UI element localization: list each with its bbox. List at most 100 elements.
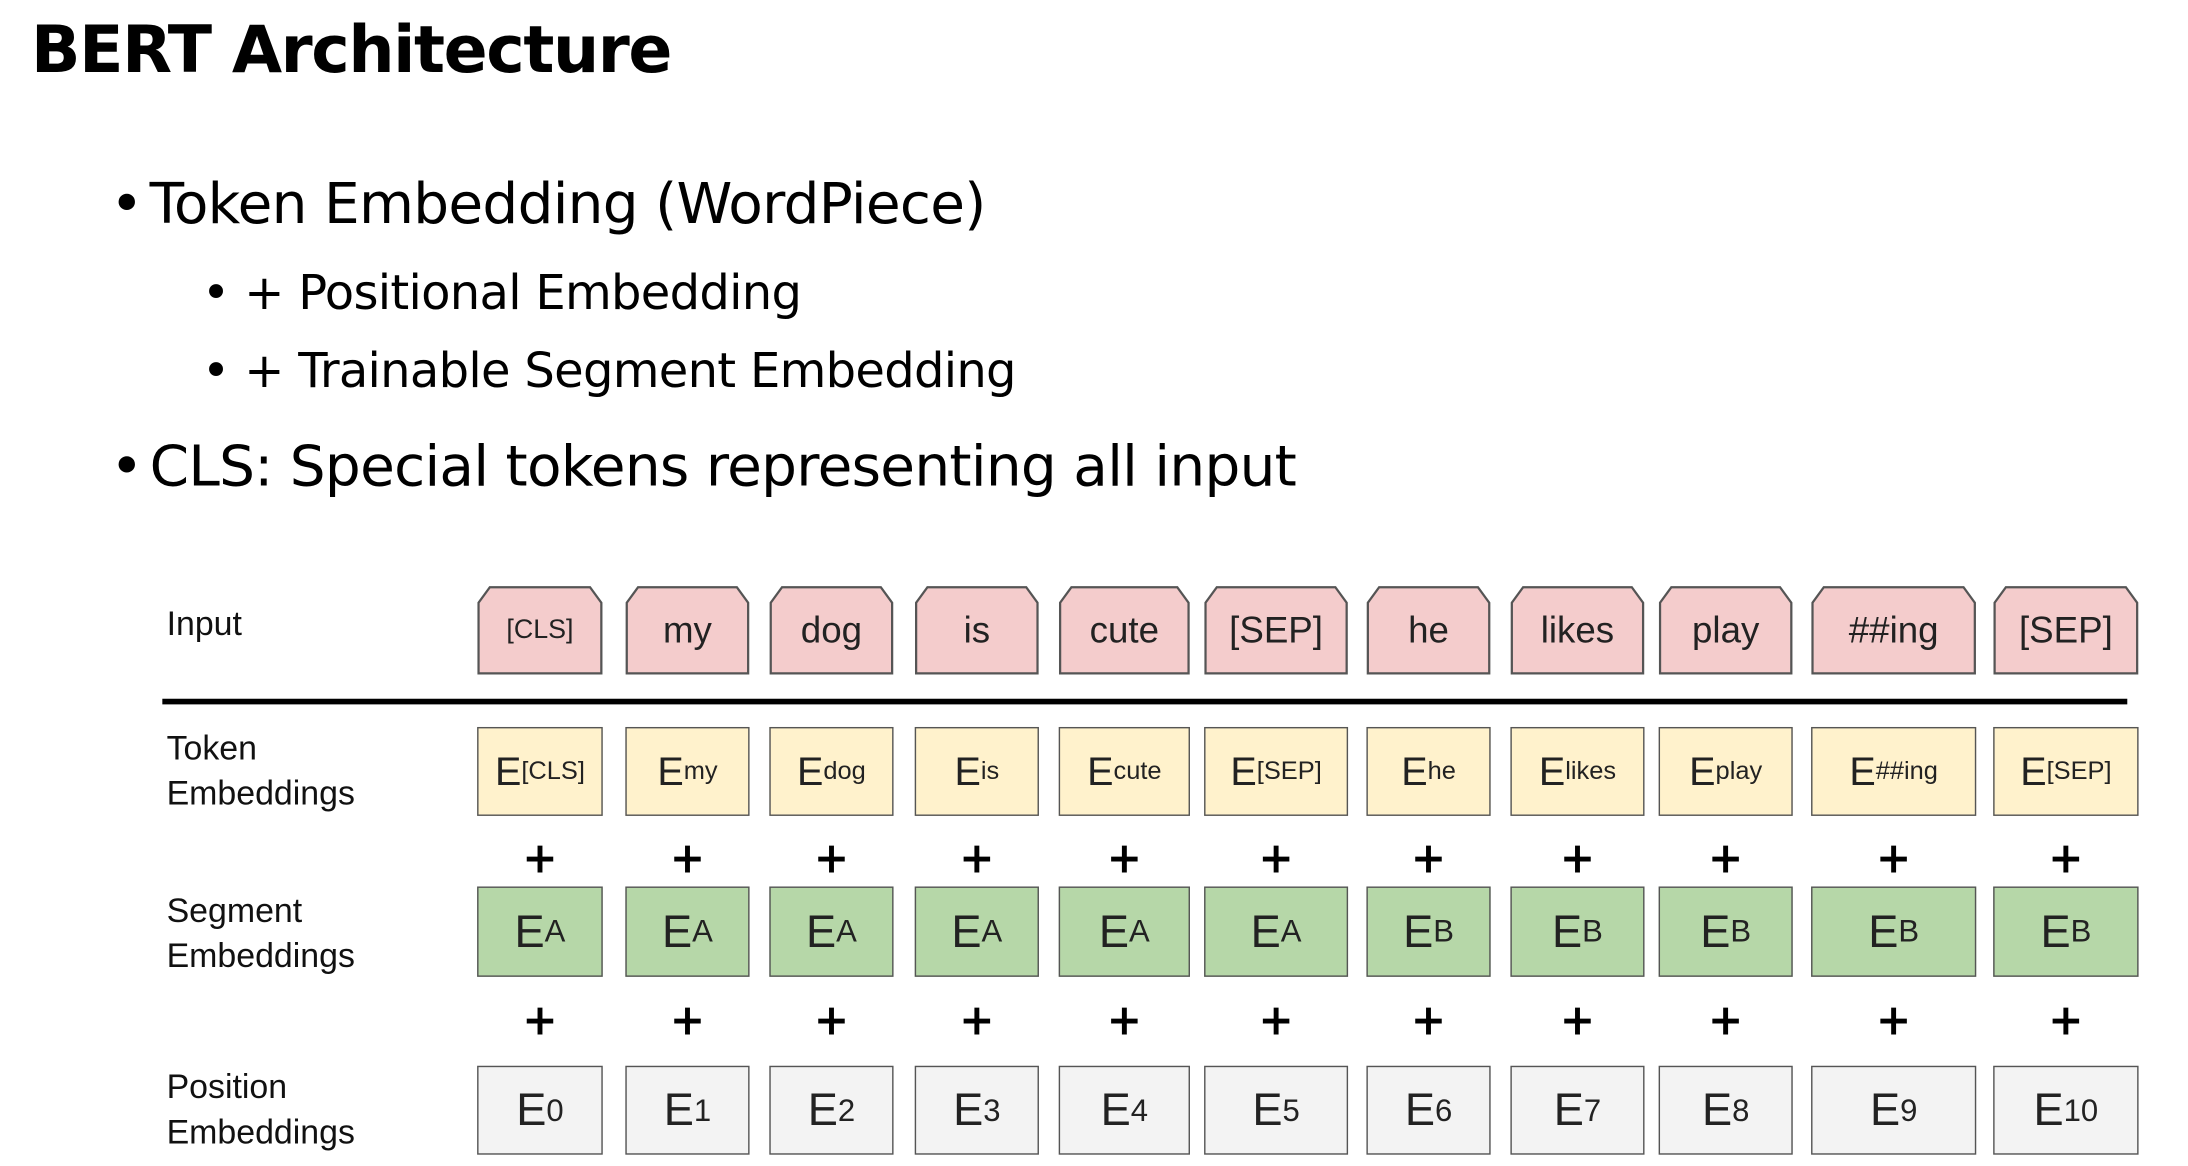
input-box-shape xyxy=(769,586,894,675)
input-box-shape xyxy=(914,586,1039,675)
plus-icon: + xyxy=(2048,996,2084,1046)
input-token-box: cute xyxy=(1058,586,1190,675)
embedding-subscript: he xyxy=(1427,756,1456,785)
input-token-box: [SEP] xyxy=(1993,586,2139,675)
embedding-subscript: ##ing xyxy=(1875,756,1938,785)
embedding-subscript: B xyxy=(2070,913,2092,949)
input-token-text: [SEP] xyxy=(1229,608,1323,651)
input-token-text: ##ing xyxy=(1848,608,1939,651)
input-token-box: [CLS] xyxy=(477,586,603,675)
bullet-dot: • xyxy=(201,265,230,322)
embedding-subscript: 9 xyxy=(1900,1091,1918,1128)
embedding-subscript: 7 xyxy=(1583,1091,1602,1128)
bullet-segment: •+ Trainable Segment Embedding xyxy=(201,343,1017,400)
embedding-symbol: E xyxy=(1252,1084,1283,1135)
embedding-symbol: E xyxy=(494,748,522,793)
bullet-dot: • xyxy=(201,343,230,400)
plus-icon: + xyxy=(1707,834,1744,884)
embedding-subscript: B xyxy=(1582,913,1603,949)
embedding-symbol: E xyxy=(1868,905,1899,957)
embedding-subscript: play xyxy=(1715,756,1763,785)
input-token-box: play xyxy=(1658,586,1793,675)
plus-icon: + xyxy=(1707,996,1744,1046)
input-token-box: [SEP] xyxy=(1204,586,1348,675)
embedding-symbol: E xyxy=(2033,1084,2064,1135)
embedding-symbol: E xyxy=(516,1084,547,1135)
embedding-symbol: E xyxy=(1100,1084,1131,1135)
embedding-subscript: 8 xyxy=(1732,1091,1750,1128)
input-token-box: dog xyxy=(769,586,894,675)
bullet-dot: • xyxy=(110,172,143,238)
input-box-shape xyxy=(1811,586,1976,675)
embedding-subscript: dog xyxy=(823,756,866,785)
plus-icon: + xyxy=(959,996,995,1046)
input-token-box: is xyxy=(914,586,1039,675)
plus-icon: + xyxy=(522,996,558,1046)
embedding-subscript: A xyxy=(981,913,1003,949)
embedding-symbol: E xyxy=(2020,748,2047,793)
bullet-token-embedding: •Token Embedding (WordPiece) xyxy=(110,172,987,238)
embedding-symbol: E xyxy=(1250,905,1281,957)
token-embedding-box: E[CLS] xyxy=(477,726,603,816)
plus-icon: + xyxy=(1410,996,1447,1046)
embedding-subscript: 2 xyxy=(837,1091,856,1128)
embedding-symbol: E xyxy=(1538,748,1566,793)
bullet-text: Token Embedding (WordPiece) xyxy=(149,172,987,238)
embedding-symbol: E xyxy=(657,748,684,793)
input-box-shape xyxy=(1510,586,1645,675)
embedding-symbol: E xyxy=(1700,905,1731,957)
plus-icon: + xyxy=(1875,834,1912,884)
embedding-symbol: E xyxy=(953,1084,984,1135)
embedding-symbol: E xyxy=(1869,1084,1901,1135)
embedding-subscript: 5 xyxy=(1282,1091,1300,1128)
embedding-symbol: E xyxy=(1404,1084,1435,1135)
embedding-subscript: A xyxy=(692,913,713,949)
embedding-subscript: [SEP] xyxy=(2046,756,2112,785)
embedding-subscript: my xyxy=(683,756,718,785)
plus-icon: + xyxy=(959,834,995,884)
embedding-symbol: E xyxy=(1087,748,1114,793)
token-embedding-box: E##ing xyxy=(1811,726,1977,816)
divider-line xyxy=(162,698,2128,705)
embedding-symbol: E xyxy=(1401,748,1428,793)
embedding-symbol: E xyxy=(807,1084,838,1135)
plus-icon: + xyxy=(813,834,850,884)
input-box-shape xyxy=(1658,586,1793,675)
embedding-subscript: cute xyxy=(1113,756,1162,785)
input-token-box: ##ing xyxy=(1811,586,1976,675)
plus-icon: + xyxy=(1258,996,1294,1046)
embedding-subscript: [SEP] xyxy=(1256,756,1322,785)
plus-icon: + xyxy=(522,834,558,884)
input-token-box: likes xyxy=(1510,586,1645,675)
embedding-subscript: A xyxy=(1129,913,1150,949)
bullet-text: + Trainable Segment Embedding xyxy=(244,343,1016,400)
input-token-text: he xyxy=(1408,608,1449,651)
embedding-symbol: E xyxy=(662,905,693,957)
bullet-cls: •CLS: Special tokens representing all in… xyxy=(110,435,1297,500)
plus-icon: + xyxy=(669,834,706,884)
plus-icon: + xyxy=(1559,996,1596,1046)
embedding-subscript: 10 xyxy=(2063,1091,2099,1128)
embedding-symbol: E xyxy=(1849,748,1876,793)
input-token-box: my xyxy=(625,586,750,675)
embedding-subscript: likes xyxy=(1565,756,1617,785)
